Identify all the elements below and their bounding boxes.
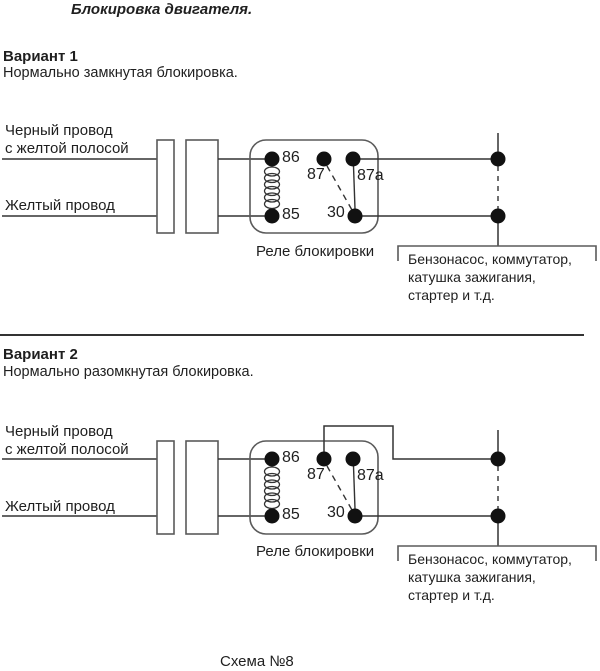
variant2-terminal-dots xyxy=(264,451,363,524)
variant1-load-bracket xyxy=(397,245,597,261)
variant2-subtitle: Нормально разомкнутая блокировка. xyxy=(3,364,254,380)
page-title: Блокировка двигателя. xyxy=(71,1,253,18)
variant1-wire1-label-line2: с желтой полосой xyxy=(5,140,129,157)
variant1-relay-box xyxy=(249,139,379,234)
variant1-connector xyxy=(156,139,219,234)
variant1-wire1-label-line1: Черный провод xyxy=(5,122,113,139)
variant1-terminal-86: 86 xyxy=(282,149,300,166)
variant1-cut-point xyxy=(490,133,506,246)
variant2-terminal-87a: 87a xyxy=(357,467,384,484)
variant2-terminal-85: 85 xyxy=(282,506,300,523)
variant2-contact-87-30-dashed xyxy=(326,465,353,511)
variant2-wire1-label-line2: с желтой полосой xyxy=(5,441,129,458)
scheme-number: Схема №8 xyxy=(220,653,294,670)
variant2-relay-coil xyxy=(263,466,281,510)
variant2-load-line1: Бензонасос, коммутатор, xyxy=(408,551,572,567)
variant1-input-wires xyxy=(2,158,157,217)
variant1-load-line3: стартер и т.д. xyxy=(408,287,495,303)
variant1-terminal-87: 87 xyxy=(307,166,325,183)
variant2-terminal-87: 87 xyxy=(307,466,325,483)
variant1-contact-87a-30 xyxy=(352,165,356,210)
variant1-contact-87-30-dashed xyxy=(326,165,353,211)
variant2-load-line2: катушка зажигания, xyxy=(408,569,536,585)
variant1-heading: Вариант 1 xyxy=(3,48,78,65)
variant2-load-line3: стартер и т.д. xyxy=(408,587,495,603)
variant2-heading: Вариант 2 xyxy=(3,346,78,363)
variant2-relay-box xyxy=(249,440,379,535)
variant1-relay-caption: Реле блокировки xyxy=(256,243,375,260)
variant1-terminal-87a: 87a xyxy=(357,167,384,184)
variant1-terminal-dots xyxy=(264,151,363,224)
variant1-load-line2: катушка зажигания, xyxy=(408,269,536,285)
variant2-input-wires xyxy=(2,458,157,517)
variant2-load-bracket xyxy=(397,545,597,561)
variant1-schematic xyxy=(2,133,597,261)
variant2-terminal-30: 30 xyxy=(327,504,345,521)
variant2-wire2-label: Желтый провод xyxy=(5,498,115,515)
variant2-relay-caption: Реле блокировки xyxy=(256,543,375,560)
variant1-terminal-30: 30 xyxy=(327,204,345,221)
variant2-schematic xyxy=(2,425,597,561)
variant2-terminal-86: 86 xyxy=(282,449,300,466)
variant1-load-line1: Бензонасос, коммутатор, xyxy=(408,251,572,267)
variant1-relay-coil xyxy=(263,166,281,210)
variant1-terminal-85: 85 xyxy=(282,206,300,223)
variant2-cut-point xyxy=(490,430,506,546)
variant2-connector xyxy=(156,440,219,535)
variant2-wire1-label-line1: Черный провод xyxy=(5,423,113,440)
variant1-wire2-label: Желтый провод xyxy=(5,197,115,214)
variant2-wire-87-out xyxy=(323,425,498,460)
variant2-contact-87a-30 xyxy=(352,465,356,510)
variant1-subtitle: Нормально замкнутая блокировка. xyxy=(3,65,238,81)
